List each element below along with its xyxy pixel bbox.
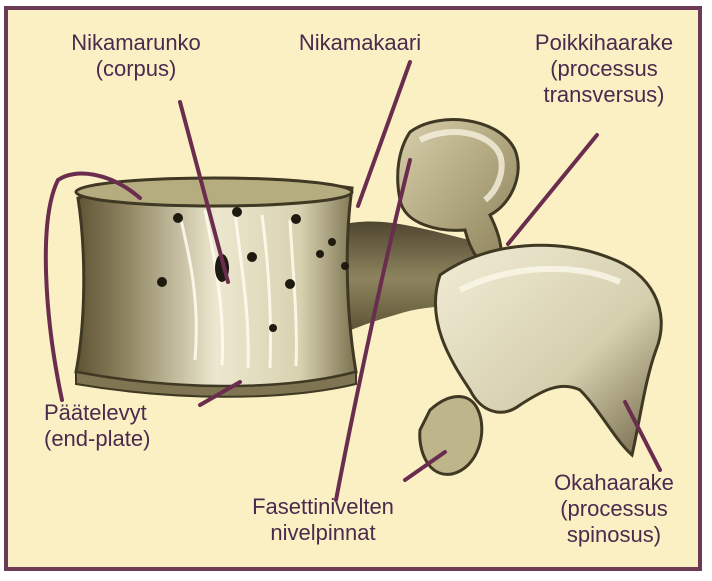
label-facet-line1: Fasettinivelten [218, 494, 428, 520]
label-endplate-line1: Päätelevyt [44, 400, 200, 426]
label-arch-line1: Nikamakaari [272, 30, 448, 56]
label-transverse-line1: Poikkihaarake [506, 30, 702, 56]
label-facet-line2: nivelpinnat [218, 520, 428, 546]
label-spinous: Okahaarake (processus spinosus) [524, 470, 704, 548]
label-endplate-line2: (end-plate) [44, 426, 200, 452]
label-arch: Nikamakaari [272, 30, 448, 56]
label-corpus-line2: (corpus) [36, 56, 236, 82]
label-spinous-line2: (processus [524, 496, 704, 522]
label-transverse: Poikkihaarake (processus transversus) [506, 30, 702, 108]
label-spinous-line3: spinosus) [524, 522, 704, 548]
vertebral-body-shape [76, 179, 356, 386]
label-facet: Fasettinivelten nivelpinnat [218, 494, 428, 546]
label-transverse-line2: (processus [506, 56, 702, 82]
label-endplate: Päätelevyt (end-plate) [44, 400, 200, 452]
label-spinous-line1: Okahaarake [524, 470, 704, 496]
leader-transverse [508, 135, 597, 244]
label-corpus-line1: Nikamarunko [36, 30, 236, 56]
label-transverse-line3: transversus) [506, 82, 702, 108]
label-corpus: Nikamarunko (corpus) [36, 30, 236, 82]
